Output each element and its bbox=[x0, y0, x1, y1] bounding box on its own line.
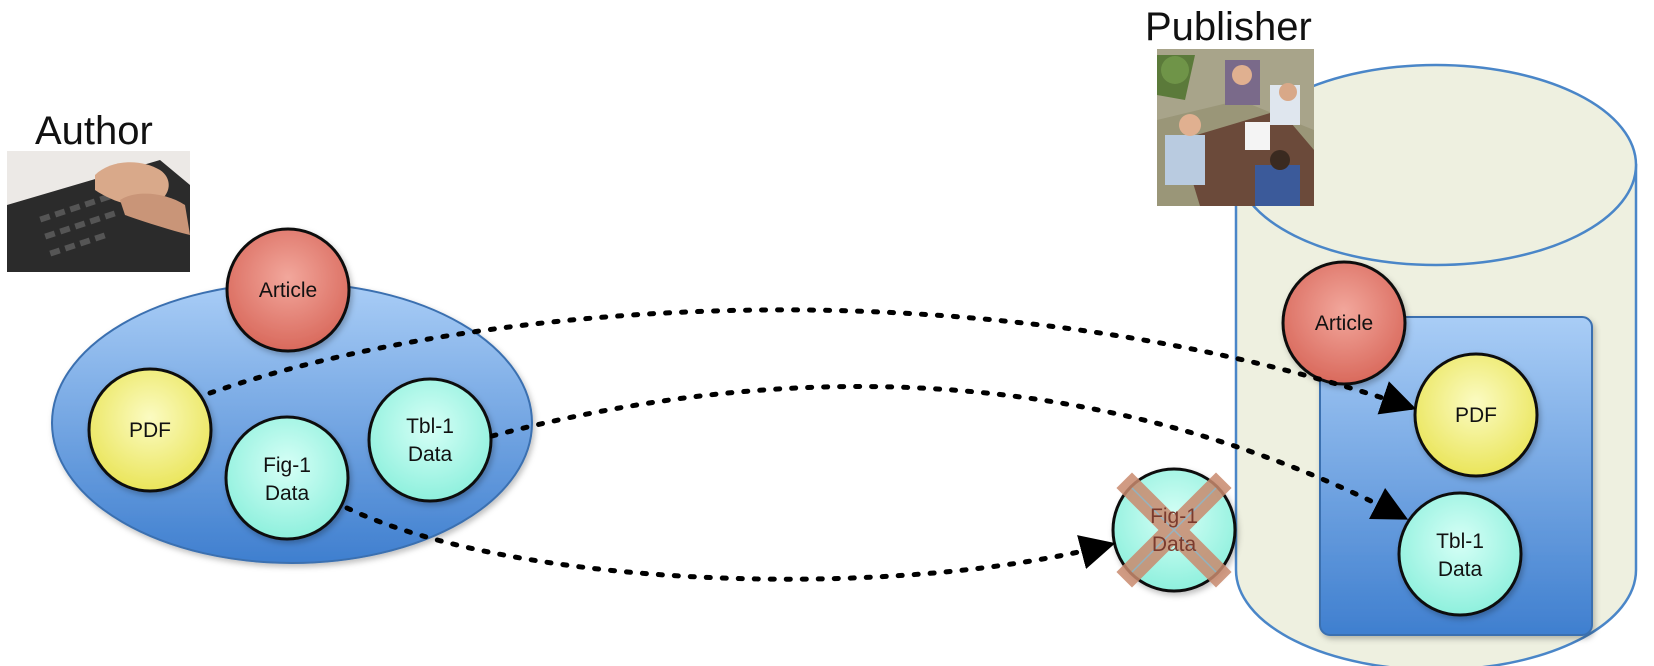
arrow-tbl1-to-publisher-tbl1 bbox=[489, 384, 1409, 521]
author-fig1-label-line1: Fig-1 bbox=[263, 454, 311, 477]
publisher-article-node: Article bbox=[1281, 260, 1407, 386]
arrow-fig1-to-dropped bbox=[344, 505, 1116, 582]
dropped-fig1-label-line1: Fig-1 bbox=[1150, 505, 1198, 528]
x-mark-icon bbox=[1116, 472, 1232, 588]
author-pdf-label: PDF bbox=[129, 419, 171, 442]
arrow-pdf-to-publisher-pdf bbox=[207, 307, 1417, 415]
author-fig1-node: Fig-1 Data bbox=[224, 415, 350, 541]
author-tbl1-label-line2: Data bbox=[408, 443, 453, 466]
author-article-node: Article bbox=[225, 227, 351, 353]
publisher-pdf-node: PDF bbox=[1413, 352, 1539, 478]
dropped-fig1-label-line2: Data bbox=[1152, 533, 1197, 556]
publisher-article-label: Article bbox=[1315, 312, 1373, 335]
author-tbl1-node: Tbl-1 Data bbox=[367, 377, 493, 503]
publisher-tbl1-label-line2: Data bbox=[1438, 558, 1483, 581]
author-tbl1-label-line1: Tbl-1 bbox=[406, 415, 454, 438]
publisher-pdf-label: PDF bbox=[1455, 404, 1497, 427]
author-label: Author bbox=[35, 109, 153, 153]
author-article-label: Article bbox=[259, 279, 317, 302]
meeting-clipart bbox=[1157, 49, 1314, 206]
author-fig1-label-line2: Data bbox=[265, 482, 310, 505]
publisher-label: Publisher bbox=[1145, 5, 1312, 49]
publisher-tbl1-label-line1: Tbl-1 bbox=[1436, 530, 1484, 553]
publisher-tbl1-node: Tbl-1 Data bbox=[1397, 491, 1523, 617]
typing-keyboard-photo bbox=[7, 151, 190, 272]
dropped-fig1-node: Fig-1 Data bbox=[1111, 467, 1237, 593]
author-pdf-node: PDF bbox=[87, 367, 213, 493]
